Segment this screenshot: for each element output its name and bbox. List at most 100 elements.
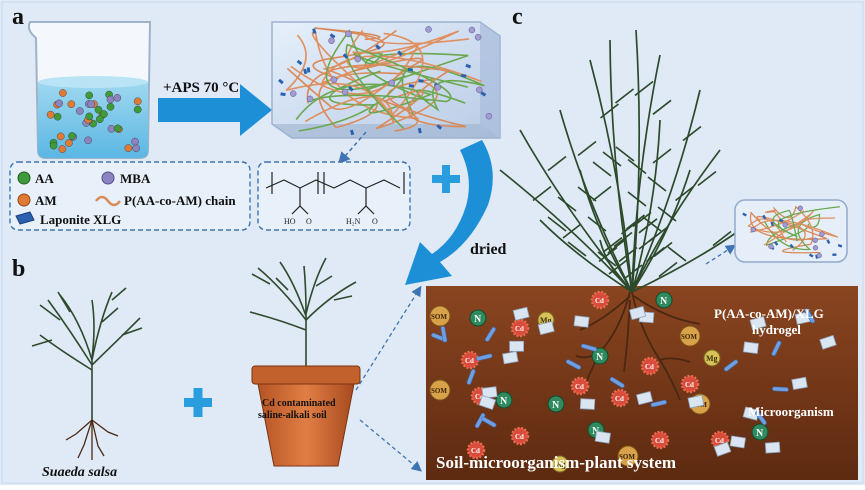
svg-text:Cd: Cd [465,357,474,365]
mba-crosslinker [816,252,822,259]
laponite-platelet [837,244,843,248]
polymer-chain [312,27,385,80]
mba-crosslinker [812,245,819,251]
structure-o2: O [372,217,378,226]
plant-branch [631,89,701,293]
laponite-platelet [808,253,814,258]
svg-text:Mg: Mg [554,460,566,469]
laponite-platelet [465,63,472,69]
plant-branch [539,219,633,293]
svg-text:SOM: SOM [619,453,635,461]
plant-branch [631,119,661,293]
svg-text:Cd: Cd [655,437,664,445]
suaeda-salsa-plant [31,287,143,460]
plant-leaf [602,151,622,167]
plant-leaf [642,216,662,232]
soil-hydrogel-fragment [502,351,519,365]
svg-text:N: N [592,426,600,437]
polymer-chain [311,31,424,120]
plant-leaf [587,216,607,232]
soil-hydrogel-fragment [512,306,530,321]
laponite-platelet [342,53,349,59]
soil-hydrogel-fragment [713,441,732,457]
laponite-platelet [408,84,414,88]
legend-chain: P(AA-co-AM) chain [124,193,236,208]
flower-pot [249,257,361,467]
soil-microorganism [723,359,739,372]
plant-leaf [697,170,717,187]
legend-laponite: Laponite XLG [40,212,121,227]
soil-microorganism [609,376,625,388]
polymer-chain [306,64,467,128]
plant-leaf [627,158,647,175]
hydrogel-label-line2: hydrogel [752,322,801,337]
soil-hydrogel-fragment [594,430,611,444]
svg-text:Cd: Cd [515,325,524,333]
polymer-chain [772,206,840,242]
plant-leaf [638,234,658,250]
soil-microorganism [650,399,667,408]
soil-cd-token: Cd [570,376,590,396]
soil-cd-token: Cd [680,374,700,394]
svg-text:N: N [500,396,508,407]
laponite-platelet [280,92,286,97]
polymer-chain [747,210,814,246]
beaker-particle [96,115,104,123]
svg-text:N: N [474,314,482,325]
am-legend-icon [17,193,31,207]
system-label: Soil-microorganism-plant system [436,453,676,472]
svg-text:Cd: Cd [615,395,624,403]
mba-crosslinker [750,226,756,233]
soil-som-token: SOM [429,305,451,327]
soil-som-token: SOM [429,379,451,401]
svg-text:Mg: Mg [540,316,552,325]
soil-particles: SOMNCdMgCdNSOMMgNCdCdSOMNNCdCdSOMCdNCdMg… [429,290,837,473]
plant-branch [631,229,741,293]
plant-branch [559,109,633,293]
soil-cd-token: Cd [590,290,610,310]
plant-leaf [627,191,647,207]
structure-oh: HO [284,217,296,226]
plant-branch [631,29,641,293]
plant-branch [589,59,633,293]
soil-microorganism [580,343,598,352]
soil-hydrogel-fragment [742,341,759,354]
laponite-platelet [418,79,424,83]
microorganism-label: Microorganism [748,404,834,419]
soil-n-token: N [655,291,673,309]
beaker-particle [133,105,142,114]
plant-leaf [634,80,654,97]
mba-crosslinker [474,34,482,41]
mba-crosslinker [468,26,476,34]
zoom-pointer-pot-top [355,285,422,391]
svg-text:N: N [596,352,604,363]
laponite-platelet [773,241,779,246]
mba-crosslinker [425,26,432,33]
plant-leaf [667,246,687,262]
mba-legend-icon [101,171,115,185]
beaker-particle [67,100,76,108]
plus-sign-bottom [184,388,212,417]
chemical-structure-box: HO O H₂N O [257,161,411,231]
pot-label-line2: saline-alkali soil [258,410,327,421]
structure-nh: H₂N [346,217,361,226]
pot-label-line1: Cd contaminated [262,398,336,409]
soil-n-token: N [751,423,769,441]
polymer-chain [765,209,806,252]
beaker-particle [84,136,92,145]
beaker-particle [85,112,94,121]
soil-mg-token: Mg [703,349,721,367]
plant-leaf [547,155,567,172]
beaker-particle [85,91,93,100]
soil-hydrogel-fragment [629,305,647,321]
beaker-particle [46,110,55,119]
beaker-particle [113,94,122,102]
polymer-chain [346,29,470,69]
plant-leaf [603,236,623,253]
mba-crosslinker [812,237,818,243]
mba-crosslinker [345,30,352,38]
mba-crosslinker [289,90,297,97]
soil-n-token: N [547,395,565,413]
mba-crosslinker [330,76,338,83]
laponite-legend-icon [15,211,35,225]
